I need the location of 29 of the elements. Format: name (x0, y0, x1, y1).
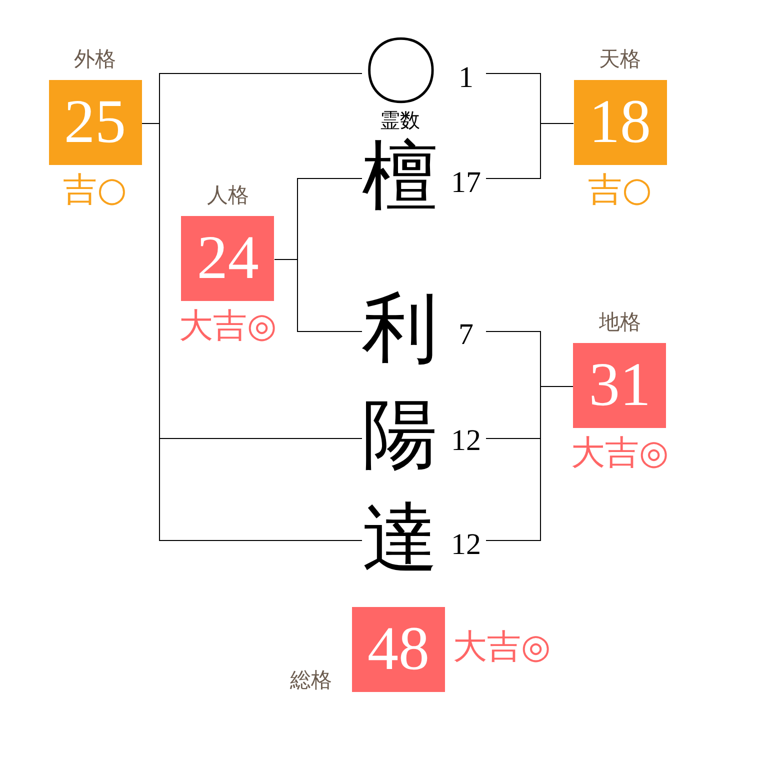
score-box: 25 (48, 80, 142, 165)
stroke-count: 12 (451, 530, 481, 560)
score-box: 24 (181, 216, 274, 301)
character-label: 霊数 (380, 108, 420, 132)
score-heading: 地格 (598, 310, 641, 334)
fortune-rating: 吉○ (588, 171, 652, 209)
score-heading: 人格 (206, 183, 249, 207)
score-heading: 天格 (599, 47, 641, 71)
name-character: 達 (362, 500, 438, 576)
fortune-rating: 大吉◎ (453, 628, 551, 666)
score-heading: 総格 (290, 668, 332, 692)
stroke-count: 12 (451, 426, 481, 456)
name-character: 〇 (362, 33, 438, 109)
name-character: 檀 (362, 138, 438, 214)
connector-line (486, 123, 574, 179)
score-box: 18 (574, 80, 666, 165)
stroke-count: 1 (458, 63, 474, 93)
fortune-rating: 吉○ (63, 171, 127, 209)
stroke-count: 7 (458, 320, 474, 350)
connector-line (486, 386, 574, 541)
stroke-count: 17 (451, 168, 481, 198)
fortune-rating: 大吉◎ (179, 307, 277, 345)
score-box: 48 (352, 607, 445, 692)
score-box: 31 (573, 343, 666, 428)
connector-line (274, 259, 362, 332)
name-character: 陽 (362, 396, 438, 472)
fortune-rating: 大吉◎ (571, 434, 669, 472)
name-character: 利 (362, 290, 438, 366)
score-heading: 外格 (74, 47, 116, 71)
